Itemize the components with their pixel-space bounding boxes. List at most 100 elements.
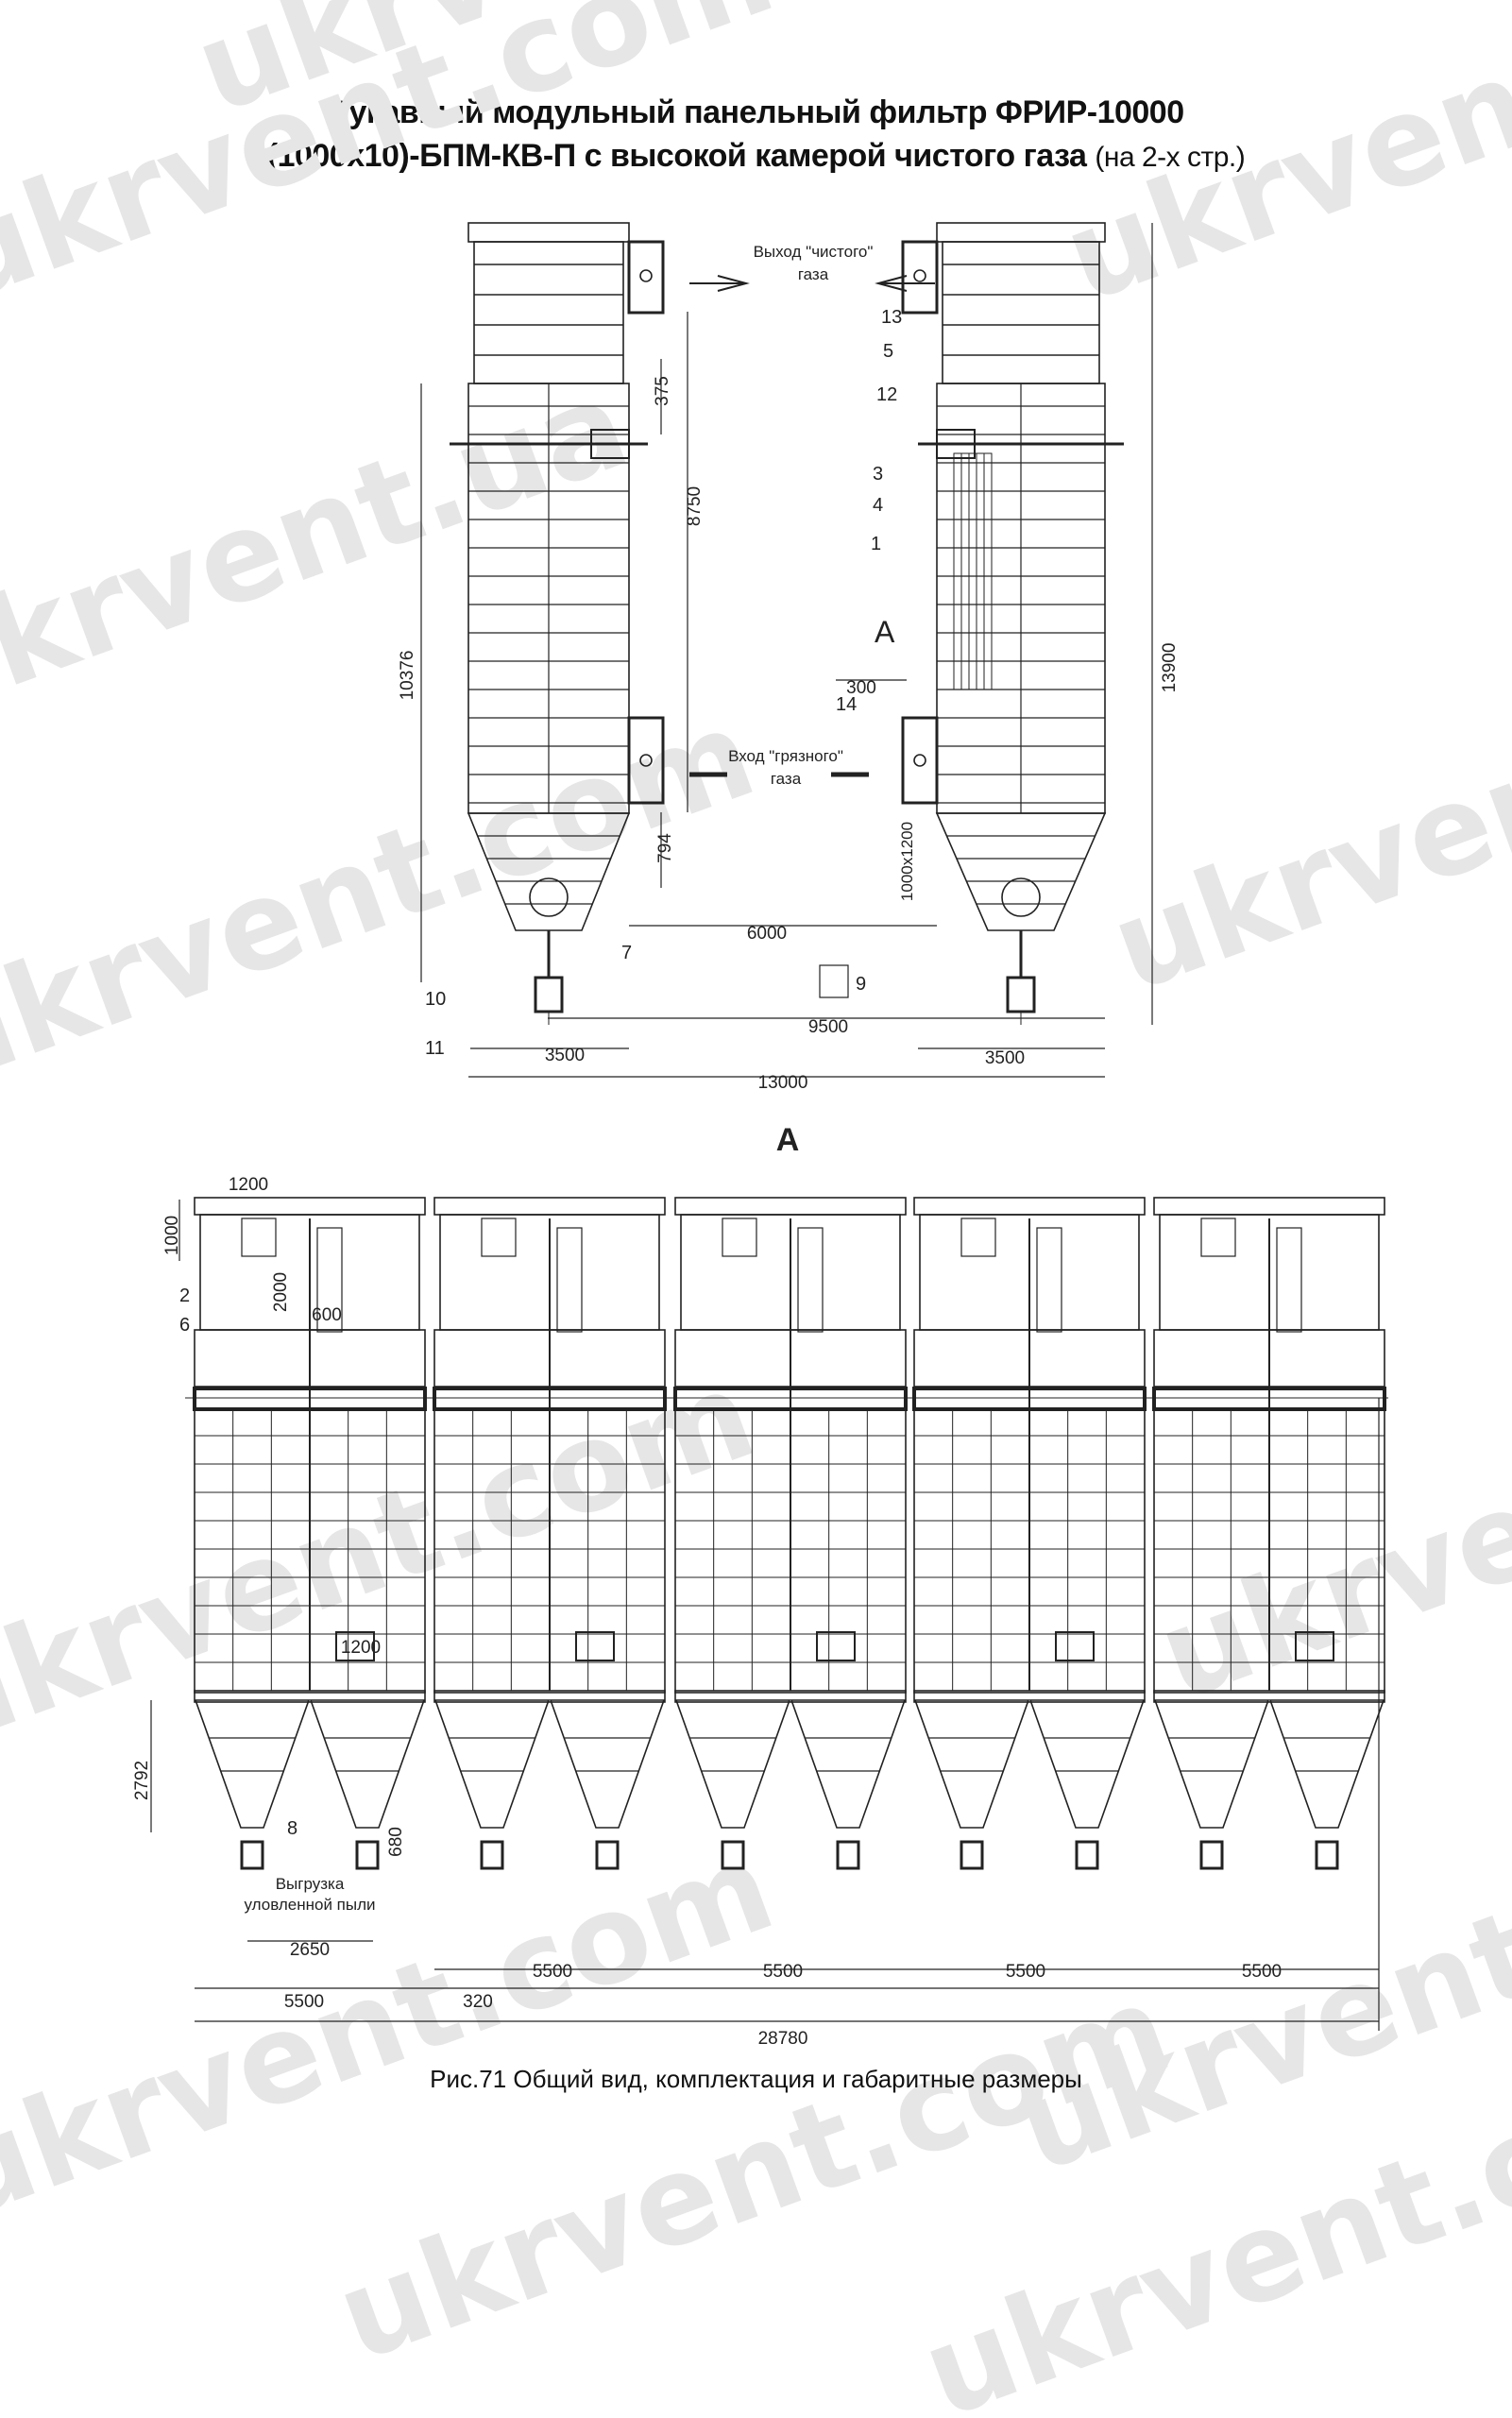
hopper-frame [674, 1690, 907, 1703]
title-page-note: (на 2-х стр.) [1095, 142, 1246, 173]
hopper-cone [1153, 1699, 1270, 1829]
outlet-flange [241, 1218, 277, 1257]
valve-icon [913, 269, 926, 282]
module-roof [433, 1197, 666, 1216]
module-roof [1153, 1197, 1385, 1216]
sluice-feeder [595, 1840, 620, 1870]
sluice-feeder [960, 1840, 984, 1870]
sluice-feeder [480, 1840, 504, 1870]
callout-7: 7 [621, 943, 632, 963]
valve-box [936, 429, 976, 459]
inspection-hatch [816, 1631, 856, 1661]
watermark: ukrvent.ua [0, 352, 645, 746]
inlet-nozzle [901, 716, 939, 805]
dimension-13000: 13000 [758, 1073, 808, 1093]
hopper-frame [1153, 1690, 1385, 1703]
figure-caption: Рис.71 Общий вид, комплектация и габарит… [430, 2065, 1082, 2093]
inlet-label: газа [771, 770, 802, 788]
dimension-5500: 5500 [1242, 1962, 1282, 1982]
inlet-label: Вход "грязного" [728, 747, 843, 765]
callout-1: 1 [871, 534, 881, 554]
hopper-cone [194, 1699, 311, 1829]
watermark: ukrvent.ua [1047, 0, 1512, 330]
section-title: А [776, 1122, 800, 1158]
callout-11: 11 [425, 1038, 445, 1059]
dimension-8750: 8750 [685, 486, 705, 526]
dimension-9500: 9500 [808, 1017, 848, 1037]
dimension-5500: 5500 [1006, 1962, 1045, 1982]
hopper-cone [790, 1699, 907, 1829]
dimension-2650: 2650 [290, 1940, 330, 1960]
dimension-3500-right: 3500 [985, 1048, 1025, 1068]
section-view-labels: А 1200 1000 2000 600 2 6 1200 2792 8 680… [132, 1122, 1282, 2049]
callout-14: 14 [836, 694, 857, 715]
hopper-cone [935, 812, 1107, 931]
hopper-cone [309, 1699, 426, 1829]
rotary-valve-icon [1001, 877, 1041, 917]
outlet-flange [960, 1218, 996, 1257]
outlet-arrow-icon [875, 275, 935, 292]
dimension-28780: 28780 [758, 2029, 808, 2049]
callout-12: 12 [876, 384, 897, 405]
hopper-frame [913, 1690, 1146, 1703]
dimension-794: 794 [655, 833, 675, 863]
dimension-5500-left: 5500 [284, 1992, 324, 2012]
discharge-label: Выгрузка [276, 1875, 345, 1893]
sluice-feeder [721, 1840, 745, 1870]
filter-bag [968, 452, 977, 690]
hopper-cone [433, 1699, 551, 1829]
discharge-label: уловленной пыли [245, 1896, 376, 1914]
outlet-flange [481, 1218, 517, 1257]
hopper-cone [674, 1699, 791, 1829]
hopper-cone [467, 812, 631, 931]
outlet-nozzle [627, 240, 665, 315]
duct [797, 1227, 824, 1333]
dimension-2792: 2792 [132, 1761, 152, 1800]
callout-4: 4 [873, 495, 883, 516]
drawing-title-line-1: Рукавный модульный панельный фильтр ФРИР… [328, 94, 1184, 130]
inspection-hatch [1295, 1631, 1334, 1661]
callout-10: 10 [425, 989, 446, 1010]
inspection-hatch [335, 1631, 375, 1661]
filter-bag [953, 452, 962, 690]
outlet-nozzle [901, 240, 939, 315]
hopper-cone [913, 1699, 1030, 1829]
outlet-label: Выход "чистого" [754, 243, 874, 261]
dimension-600: 600 [312, 1305, 342, 1325]
dimension-1000x1200: 1000x1200 [898, 822, 916, 901]
sluice-feeder [1199, 1840, 1224, 1870]
duct [316, 1227, 343, 1333]
sluice-feeder [240, 1840, 264, 1870]
module-roof [674, 1197, 907, 1216]
hopper-frame [433, 1690, 666, 1703]
sluice-feeder [1315, 1840, 1339, 1870]
watermark: ukrvent.ua [1095, 626, 1512, 1020]
filter-bag [960, 452, 970, 690]
roof [467, 222, 630, 243]
valve-box [590, 429, 630, 459]
duct [556, 1227, 583, 1333]
rotary-valve-icon [529, 877, 569, 917]
hopper-cone [549, 1699, 666, 1829]
valve-icon [913, 754, 926, 767]
sluice-feeder [1075, 1840, 1099, 1870]
callout-9: 9 [856, 974, 866, 995]
module-roof [913, 1197, 1146, 1216]
callout-6: 6 [179, 1315, 190, 1336]
dimension-1200-hatch: 1200 [341, 1638, 381, 1658]
callout-2: 2 [179, 1286, 190, 1306]
sluice-feeder [836, 1840, 860, 1870]
inspection-hatch [1055, 1631, 1095, 1661]
callout-5: 5 [883, 341, 893, 362]
dimension-2000: 2000 [271, 1272, 291, 1312]
dimension-3500-left: 3500 [545, 1046, 585, 1065]
valve-icon [639, 754, 653, 767]
dimension-680: 680 [386, 1827, 406, 1857]
item-9-symbol [819, 964, 849, 998]
sluice-feeder [534, 976, 564, 1013]
dimension-5500: 5500 [763, 1962, 803, 1982]
dimension-320: 320 [463, 1992, 493, 2012]
watermark: ukrvent.com [0, 1342, 772, 1775]
